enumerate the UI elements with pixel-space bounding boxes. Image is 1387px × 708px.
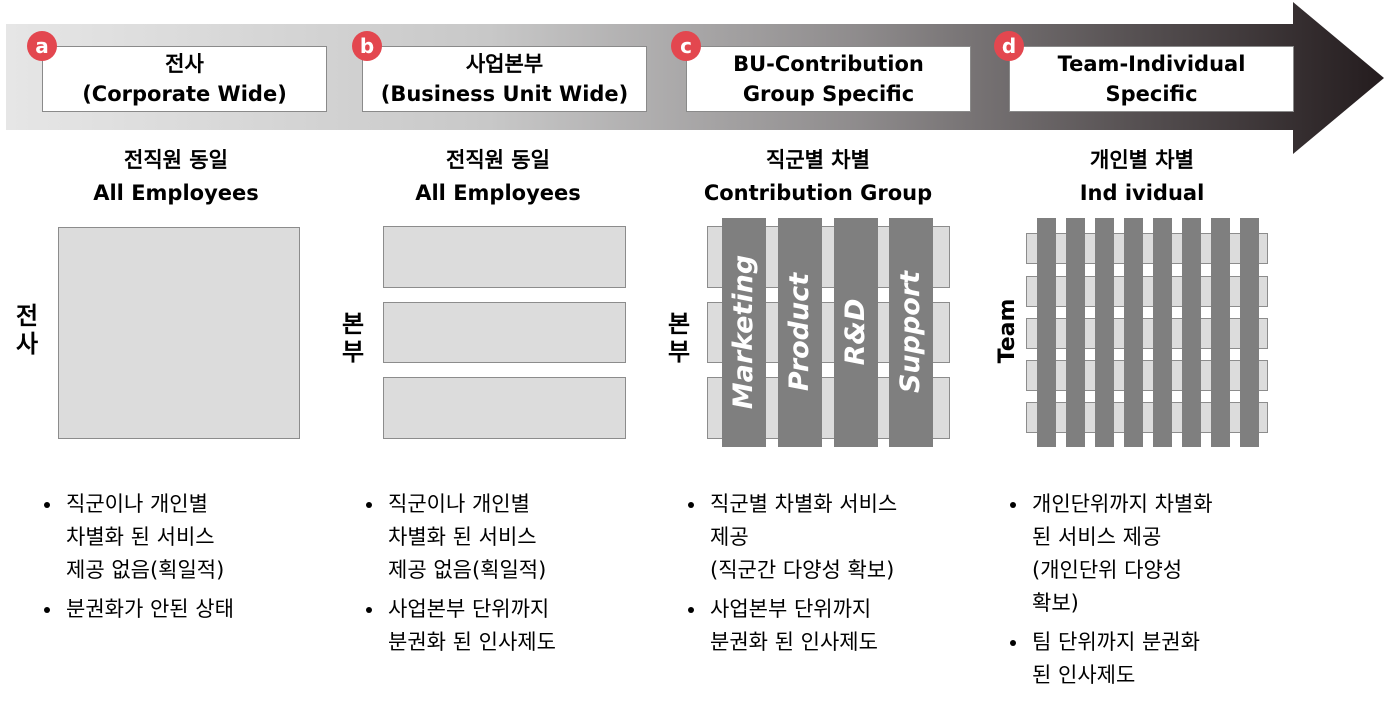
side-label-char: 사 (16, 330, 39, 358)
stage-subtitle: (Business Unit Wide) (380, 82, 629, 106)
bar-label-product: Product (784, 272, 815, 392)
heading-english: All Employees (93, 181, 259, 205)
bullet-list-contribution-group: 직군별 차별화 서비스 제공 (직군간 다양성 확보) 사업본부 단위까지 분권… (684, 488, 994, 665)
side-label-char: 부 (342, 338, 365, 366)
bullet-list-individual: 개인단위까지 차별화 된 서비스 제공 (개인단위 다양성 확보) 팀 단위까지… (1006, 488, 1376, 698)
side-label-corporate: 전 사 (16, 302, 38, 358)
list-item-text: 개인단위까지 차별화 된 서비스 제공 (개인단위 다양성 확보) (1032, 492, 1213, 615)
stage-subtitle: (Corporate Wide) (82, 82, 287, 106)
heading-korean: 전직원 동일 (446, 148, 550, 172)
team-row (1026, 318, 1268, 349)
side-label-char: 본 (668, 310, 691, 338)
team-row (1026, 360, 1268, 391)
list-item-text: 사업본부 단위까지 분권화 된 인사제도 (710, 597, 878, 654)
contribution-bar-support (889, 218, 933, 447)
list-item-text: 직군이나 개인별 차별화 된 서비스 제공 없음(획일적) (66, 492, 225, 582)
side-label-char: 본 (342, 310, 365, 338)
contribution-bar-marketing (722, 218, 766, 447)
badge-c: c (671, 31, 701, 61)
heading-korean: 전직원 동일 (124, 148, 228, 172)
list-item-text: 직군이나 개인별 차별화 된 서비스 제공 없음(획일적) (388, 492, 547, 582)
contribution-bar-product (778, 218, 822, 447)
list-item-text: 분권화가 안된 상태 (66, 597, 234, 621)
side-label-char: 전 (16, 302, 39, 330)
badge-b: b (352, 31, 382, 61)
stage-title: 전사 (165, 52, 204, 76)
side-label-business-unit-grid: 본 부 (668, 310, 690, 366)
list-item: 개인단위까지 차별화 된 서비스 제공 (개인단위 다양성 확보) (1006, 488, 1376, 620)
individual-bar (1124, 218, 1143, 447)
list-item: 직군이나 개인별 차별화 된 서비스 제공 없음(획일적) (40, 488, 330, 587)
heading-korean: 개인별 차별 (1090, 148, 1194, 172)
badge-a: a (27, 31, 57, 61)
individual-bar (1240, 218, 1259, 447)
contribution-bar-rd (834, 218, 878, 447)
bullet-list-business-unit: 직군이나 개인별 차별화 된 서비스 제공 없음(획일적) 사업본부 단위까지 … (362, 488, 662, 665)
heading-english: All Employees (415, 181, 581, 205)
individual-bar (1066, 218, 1085, 447)
stage-box-business-unit: 사업본부 (Business Unit Wide) (362, 46, 647, 112)
list-item: 팀 단위까지 분권화 된 인사제도 (1006, 626, 1376, 692)
bar-label-rd: R&D (840, 298, 871, 366)
individual-bar (1095, 218, 1114, 447)
column-heading-contribution-group: 직군별 차별 Contribution Group (658, 144, 978, 210)
bar-label-support: Support (895, 270, 926, 394)
badge-d: d (994, 31, 1024, 61)
list-item-text: 사업본부 단위까지 분권화 된 인사제도 (388, 597, 556, 654)
list-item-text: 팀 단위까지 분권화 된 인사제도 (1032, 630, 1200, 687)
individual-bar (1182, 218, 1201, 447)
list-item: 직군이나 개인별 차별화 된 서비스 제공 없음(획일적) (362, 488, 662, 587)
column-heading-business-unit: 전직원 동일 All Employees (338, 144, 658, 210)
list-item: 사업본부 단위까지 분권화 된 인사제도 (362, 593, 662, 659)
bar-label-marketing: Marketing (728, 254, 759, 410)
team-row (1026, 233, 1268, 264)
stage-title: 사업본부 (465, 52, 544, 76)
heading-english: Ind ividual (1079, 181, 1205, 205)
individual-bar (1211, 218, 1230, 447)
individual-bar (1153, 218, 1172, 447)
team-row (1026, 276, 1268, 307)
column-heading-individual: 개인별 차별 Ind ividual (982, 144, 1302, 210)
side-label-business-unit: 본 부 (342, 310, 364, 366)
list-item: 직군별 차별화 서비스 제공 (직군간 다양성 확보) (684, 488, 994, 587)
side-label-team: Team (995, 298, 1020, 364)
stage-box-contribution-group: BU-Contribution Group Specific (686, 46, 971, 112)
column-heading-corporate: 전직원 동일 All Employees (16, 144, 336, 210)
list-item: 사업본부 단위까지 분권화 된 인사제도 (684, 593, 994, 659)
stage-title: Team-Individual (1057, 52, 1246, 76)
list-item-text: 직군별 차별화 서비스 제공 (직군간 다양성 확보) (710, 492, 898, 582)
individual-bar (1037, 218, 1056, 447)
business-unit-block (383, 302, 626, 363)
stage-box-corporate: 전사 (Corporate Wide) (42, 46, 327, 112)
business-unit-block (383, 377, 626, 439)
stage-title: BU-Contribution (733, 52, 924, 76)
bullet-list-corporate: 직군이나 개인별 차별화 된 서비스 제공 없음(획일적) 분권화가 안된 상태 (40, 488, 330, 632)
stage-subtitle: Specific (1105, 82, 1198, 106)
business-unit-block (383, 226, 626, 288)
heading-english: Contribution Group (703, 181, 933, 205)
heading-korean: 직군별 차별 (766, 148, 870, 172)
list-item: 분권화가 안된 상태 (40, 593, 330, 626)
team-row (1026, 402, 1268, 433)
side-label-char: 부 (668, 338, 691, 366)
stage-box-team-individual: Team-Individual Specific (1009, 46, 1294, 112)
corporate-block (58, 227, 300, 439)
stage-subtitle: Group Specific (742, 82, 915, 106)
